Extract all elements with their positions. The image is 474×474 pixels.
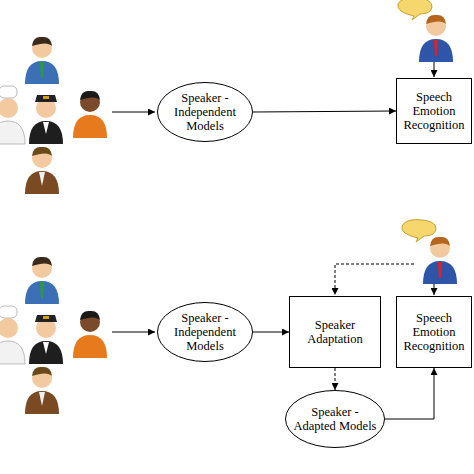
model-ellipse: Speaker - Independent Models	[157, 82, 253, 142]
speaker-icon	[402, 220, 457, 284]
people-crowd	[0, 37, 107, 194]
model-ellipse: Speaker - Independent Models	[157, 302, 253, 362]
connector-arrow	[335, 368, 336, 390]
input-arrow	[434, 284, 435, 295]
node-label: Speaker - Independent Models	[160, 91, 250, 133]
process-box: Speech Emotion Recognition	[396, 296, 472, 368]
node-label: Speech Emotion Recognition	[397, 90, 471, 132]
input-arrow	[112, 332, 155, 333]
connector-arrow	[253, 332, 289, 333]
node-label: Speaker Adaptation	[290, 318, 380, 346]
node-label: Speaker - Independent Models	[160, 311, 250, 353]
connector-arrow	[253, 111, 396, 112]
process-box: Speech Emotion Recognition	[396, 78, 472, 144]
connector-arrow	[385, 368, 434, 419]
model-ellipse: Speaker - Adapted Models	[285, 390, 385, 448]
node-label: Speaker - Adapted Models	[288, 405, 382, 433]
dashed-feedback-line	[335, 264, 414, 295]
speaker-icon	[398, 0, 453, 62]
node-label: Speech Emotion Recognition	[397, 311, 471, 353]
process-box: Speaker Adaptation	[289, 296, 381, 368]
input-arrow	[434, 62, 435, 77]
people-crowd	[0, 257, 107, 414]
input-arrow	[112, 112, 155, 113]
